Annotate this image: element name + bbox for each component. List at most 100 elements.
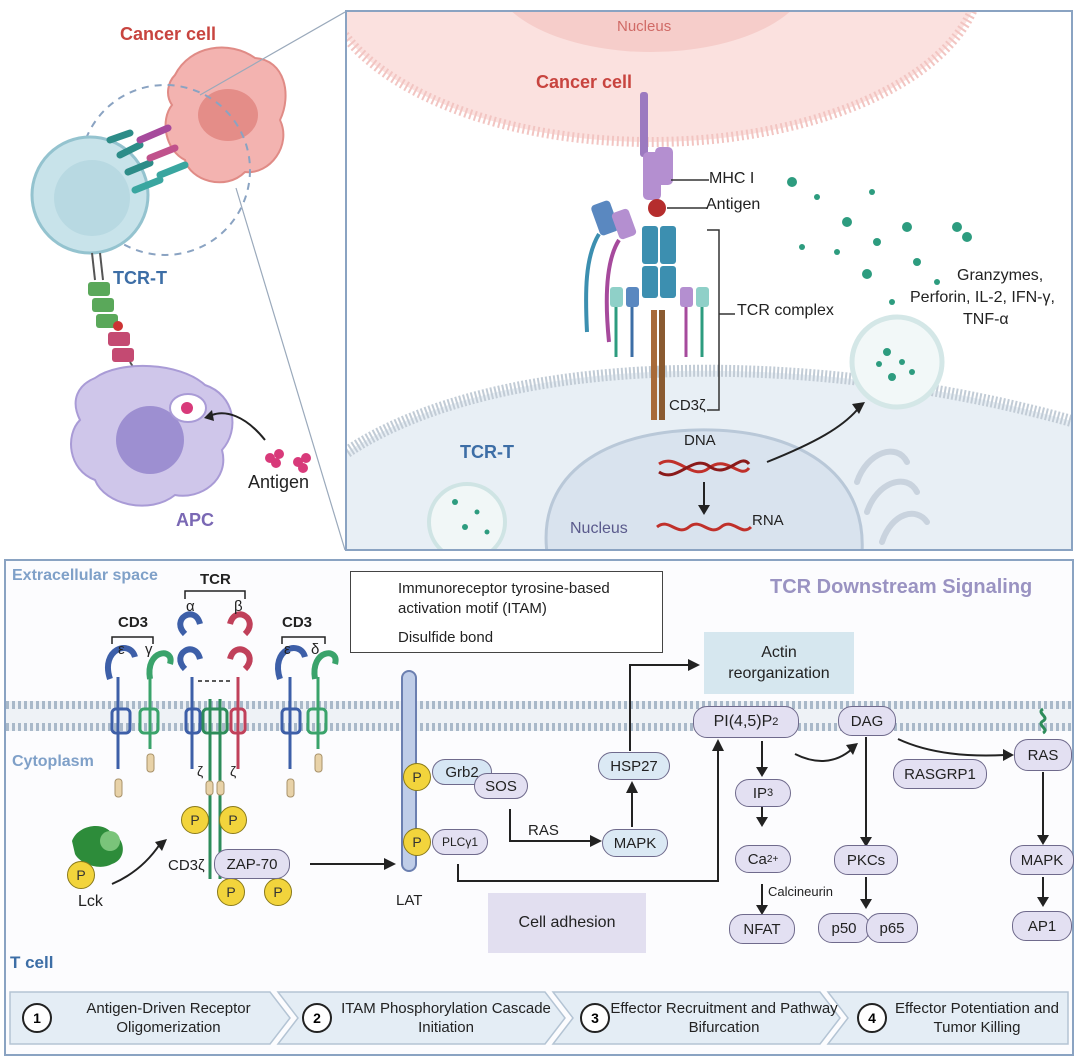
- step-number: 3: [580, 1003, 610, 1033]
- legend-itam-line2: activation motif (ITAM): [398, 600, 547, 617]
- alpha-label: α: [186, 598, 195, 615]
- granzymes-line2: Perforin, IL-2, IFN-γ,: [910, 289, 1055, 306]
- rasgrp1-node: RASGRP1: [893, 759, 987, 789]
- ip3-text: IP: [752, 784, 768, 802]
- lck-phospho-badge: P: [67, 861, 95, 889]
- lat-phospho-badge: P: [403, 763, 431, 791]
- ras-node: RAS: [1014, 739, 1072, 771]
- plcg1-node: PLCγ1: [432, 829, 488, 855]
- hsp27-node: HSP27: [598, 752, 670, 780]
- tcr-t-zoom-label: TCR-T: [460, 442, 514, 462]
- step-number: 1: [22, 1003, 52, 1033]
- granzymes-line1: Granzymes,: [957, 267, 1044, 284]
- cd3z-zoom-label: CD3ζ: [669, 397, 706, 414]
- actin-line2: reorganization: [728, 665, 830, 682]
- phospho-badge: P: [219, 806, 247, 834]
- p65-node: p65: [866, 913, 918, 943]
- ca-text: Ca: [747, 850, 767, 868]
- delta-label: δ: [311, 641, 320, 658]
- tcr-bracket-label: TCR: [200, 571, 231, 588]
- rna-label: RNA: [752, 512, 784, 529]
- cell-adhesion-box: Cell adhesion: [488, 893, 646, 953]
- ip3-sub: 3: [767, 787, 774, 799]
- step-3: 3 Effector Recruitment and Pathway Bifur…: [568, 992, 838, 1044]
- ras-edge-label: RAS: [528, 822, 559, 839]
- zap70-phospho-badge: P: [264, 878, 292, 906]
- lck-label: Lck: [78, 893, 103, 910]
- zoom-line-bottom: [235, 187, 345, 551]
- step-label: Effector Potentiation and Tumor Killing: [894, 1000, 1059, 1036]
- zoom-line-top: [199, 11, 345, 96]
- mapk-mid-node: MAPK: [602, 829, 668, 857]
- cancer-cell-shape: [164, 46, 287, 184]
- lck-kinase-shape: [72, 825, 123, 867]
- beta-label: β: [234, 598, 243, 615]
- nucleus-top-label: Nucleus: [617, 18, 672, 35]
- calcineurin-label: Calcineurin: [768, 884, 834, 899]
- tcr-alpha-beta-receptors: [177, 611, 253, 879]
- steps-banner-bg: [9, 991, 1069, 1045]
- cancer-cell-zoom-label: Cancer cell: [536, 72, 633, 92]
- tcell-label: T cell: [10, 953, 54, 972]
- actin-reorganization-box: Actin reorganization: [704, 632, 854, 694]
- nfat-node: NFAT: [729, 914, 795, 944]
- zeta-left-label: ζ: [197, 763, 204, 779]
- apc-cell-shape: [70, 364, 234, 507]
- cd3-right-label: CD3: [282, 614, 313, 631]
- epsilon-left-label: ε: [118, 641, 125, 658]
- legend-box: [350, 571, 663, 653]
- mapk-right-node: MAPK: [1010, 845, 1074, 875]
- step-number: 4: [857, 1003, 887, 1033]
- granzymes-line3: TNF-α: [963, 311, 1009, 328]
- tcr-complex-label: TCR complex: [737, 302, 834, 319]
- ca-sup: 2+: [766, 853, 779, 865]
- zeta-right-label: ζ: [230, 763, 237, 779]
- antigen-label: Antigen: [248, 472, 310, 492]
- gamma-label: γ: [145, 641, 153, 658]
- step-label: Antigen-Driven Receptor Oligomerization: [86, 1000, 251, 1036]
- p50-node: p50: [818, 913, 870, 943]
- step-1: 1 Antigen-Driven Receptor Oligomerizatio…: [10, 992, 285, 1044]
- extracellular-label: Extracellular space: [12, 567, 158, 584]
- pip2-sub: 2: [772, 716, 779, 728]
- legend-disulfide: Disulfide bond: [398, 629, 494, 646]
- apc-label: APC: [176, 510, 215, 530]
- actin-line1: Actin: [761, 644, 797, 661]
- sos-node: SOS: [474, 773, 528, 799]
- phospho-badge: P: [181, 806, 209, 834]
- antigen-zoom-label: Antigen: [706, 196, 761, 213]
- step-2: 2 ITAM Phosphorylation Cascade Initiatio…: [290, 992, 560, 1044]
- antigen-particles: [265, 449, 311, 473]
- step-number: 2: [302, 1003, 332, 1033]
- zap70-phospho-badge: P: [217, 878, 245, 906]
- top-left-illustration: [30, 11, 345, 551]
- legend-itam-line1: Immunoreceptor tyrosine-based: [398, 580, 610, 597]
- signaling-title: TCR Downstream Signaling: [770, 576, 1033, 598]
- lat-phospho-badge: P: [403, 828, 431, 856]
- dna-label: DNA: [684, 432, 716, 449]
- cd3-left-label: CD3: [118, 614, 149, 631]
- cd3-eps-delta-receptors: [275, 645, 339, 798]
- tcr-t-label: TCR-T: [113, 268, 167, 288]
- step-label: ITAM Phosphorylation Cascade Initiation: [341, 1000, 551, 1036]
- tcr-complex-drawing: [584, 92, 709, 420]
- epsilon-right-label: ε: [284, 641, 291, 658]
- zap70-node: ZAP-70: [214, 849, 290, 879]
- dag-node: DAG: [838, 706, 896, 736]
- nucleus-bottom-label: Nucleus: [570, 520, 628, 537]
- mhc-label: MHC I: [709, 170, 755, 187]
- cd3-eps-gamma-receptors: [105, 645, 174, 798]
- cytoplasm-label: Cytoplasm: [12, 753, 94, 770]
- lat-label: LAT: [396, 892, 423, 909]
- zoom-panel: [345, 10, 1073, 551]
- pkcs-node: PKCs: [834, 845, 898, 875]
- step-4: 4 Effector Potentiation and Tumor Killin…: [845, 992, 1067, 1044]
- tcr-apc-synapse: [88, 252, 141, 379]
- cancer-cell-label: Cancer cell: [120, 24, 217, 44]
- antigen-arrow: [211, 412, 266, 441]
- pip2-text: PI(4,5)P: [713, 713, 773, 730]
- cd3z-label: CD3ζ: [168, 857, 205, 874]
